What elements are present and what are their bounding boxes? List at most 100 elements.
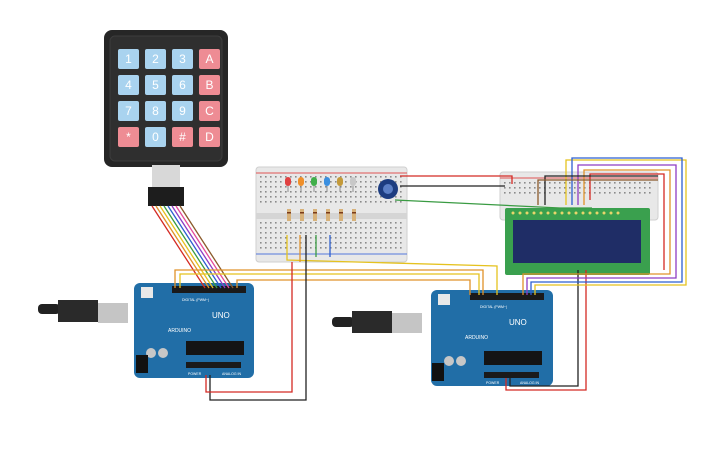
- usb-plug-icon[interactable]: [38, 304, 60, 314]
- breadboard-hole: [325, 247, 327, 249]
- breadboard-hole: [375, 247, 377, 249]
- lcd-display[interactable]: [505, 208, 650, 275]
- breadboard-left[interactable]: [255, 166, 589, 263]
- breadboard-hole: [330, 222, 332, 224]
- usb-plug-left[interactable]: [38, 300, 128, 323]
- breadboard-hole: [619, 182, 621, 184]
- keypad-key[interactable]: D: [199, 127, 220, 147]
- keypad-key[interactable]: 0: [145, 127, 166, 147]
- keypad-key-label: 3: [179, 52, 186, 66]
- breadboard-hole: [400, 237, 402, 239]
- keypad-key[interactable]: C: [199, 101, 220, 121]
- breadboard-hole: [305, 196, 307, 198]
- breadboard-hole: [350, 191, 352, 193]
- breadboard-hole: [360, 186, 362, 188]
- breadboard-hole: [375, 237, 377, 239]
- reset-button-icon[interactable]: [438, 294, 450, 305]
- breadboard-hole: [280, 176, 282, 178]
- keypad-key[interactable]: 1: [118, 49, 139, 69]
- keypad-key[interactable]: 9: [172, 101, 193, 121]
- usb-plug-icon[interactable]: [332, 317, 354, 327]
- led-row[interactable]: [285, 177, 356, 192]
- keypad-key[interactable]: *: [118, 127, 139, 147]
- breadboard-hole: [335, 232, 337, 234]
- breadboard-hole: [380, 176, 382, 178]
- breadboard-hole: [360, 237, 362, 239]
- breadboard-hole: [305, 191, 307, 193]
- keypad-key-label: 2: [152, 52, 159, 66]
- led[interactable]: [337, 177, 343, 186]
- keypad-key[interactable]: #: [172, 127, 193, 147]
- breadboard-hole: [370, 191, 372, 193]
- keypad-key[interactable]: 4: [118, 75, 139, 95]
- breadboard-hole: [320, 196, 322, 198]
- breadboard-hole: [365, 186, 367, 188]
- led[interactable]: [324, 177, 330, 186]
- breadboard-hole: [390, 222, 392, 224]
- arduino-right[interactable]: UNO ARDUINO DIGITAL (PWM~) POWER ANALOG …: [332, 290, 553, 386]
- breadboard-hole: [345, 247, 347, 249]
- breadboard-hole: [265, 186, 267, 188]
- keypad-key[interactable]: 6: [172, 75, 193, 95]
- led[interactable]: [311, 177, 317, 186]
- breadboard-hole: [285, 186, 287, 188]
- usb-plug-right[interactable]: [332, 311, 422, 333]
- breadboard-hole: [365, 247, 367, 249]
- breadboard-hole: [380, 232, 382, 234]
- breadboard-hole: [310, 232, 312, 234]
- breadboard-hole: [355, 201, 357, 203]
- keypad-key[interactable]: 3: [172, 49, 193, 69]
- breadboard-hole: [365, 237, 367, 239]
- reset-button-icon[interactable]: [141, 287, 153, 298]
- breadboard-hole: [280, 237, 282, 239]
- breadboard-hole: [260, 247, 262, 249]
- potentiometer[interactable]: [378, 179, 398, 199]
- breadboard-hole: [275, 201, 277, 203]
- breadboard-hole: [564, 182, 566, 184]
- keypad-key[interactable]: B: [199, 75, 220, 95]
- arduino-right-brand: ARDUINO: [465, 335, 488, 341]
- breadboard-hole: [395, 222, 397, 224]
- keypad-key-face: [172, 75, 193, 95]
- lcd-pins: [511, 211, 620, 215]
- breadboard-hole: [330, 247, 332, 249]
- breadboard-hole: [280, 232, 282, 234]
- keypad-key[interactable]: 8: [145, 101, 166, 121]
- led[interactable]: [298, 177, 304, 186]
- breadboard-hole: [360, 227, 362, 229]
- breadboard-hole: [395, 237, 397, 239]
- breadboard-hole: [365, 232, 367, 234]
- keypad-key[interactable]: 2: [145, 49, 166, 69]
- breadboard-hole: [335, 181, 337, 183]
- breadboard-hole: [270, 222, 272, 224]
- breadboard-hole: [380, 242, 382, 244]
- breadboard-hole: [365, 242, 367, 244]
- breadboard-hole: [260, 191, 262, 193]
- breadboard-hole: [604, 192, 606, 194]
- led[interactable]: [350, 177, 356, 186]
- keypad-key[interactable]: 5: [145, 75, 166, 95]
- breadboard-hole: [305, 201, 307, 203]
- breadboard-hole: [300, 201, 302, 203]
- arduino-left[interactable]: UNO ARDUINO DIGITAL (PWM~) POWER ANALOG …: [38, 283, 254, 378]
- breadboard-hole: [340, 201, 342, 203]
- breadboard-hole: [305, 186, 307, 188]
- breadboard-hole: [265, 201, 267, 203]
- breadboard-hole: [350, 201, 352, 203]
- led[interactable]: [285, 177, 291, 186]
- breadboard-hole: [375, 181, 377, 183]
- lcd-pin: [532, 211, 536, 215]
- breadboard-hole: [340, 237, 342, 239]
- wire: [179, 273, 480, 295]
- breadboard-hole: [360, 232, 362, 234]
- breadboard-hole: [539, 192, 541, 194]
- breadboard-hole: [375, 186, 377, 188]
- keypad-key[interactable]: 7: [118, 101, 139, 121]
- breadboard-hole: [395, 227, 397, 229]
- breadboard-hole: [400, 227, 402, 229]
- breadboard-hole: [265, 181, 267, 183]
- keypad-key[interactable]: A: [199, 49, 220, 69]
